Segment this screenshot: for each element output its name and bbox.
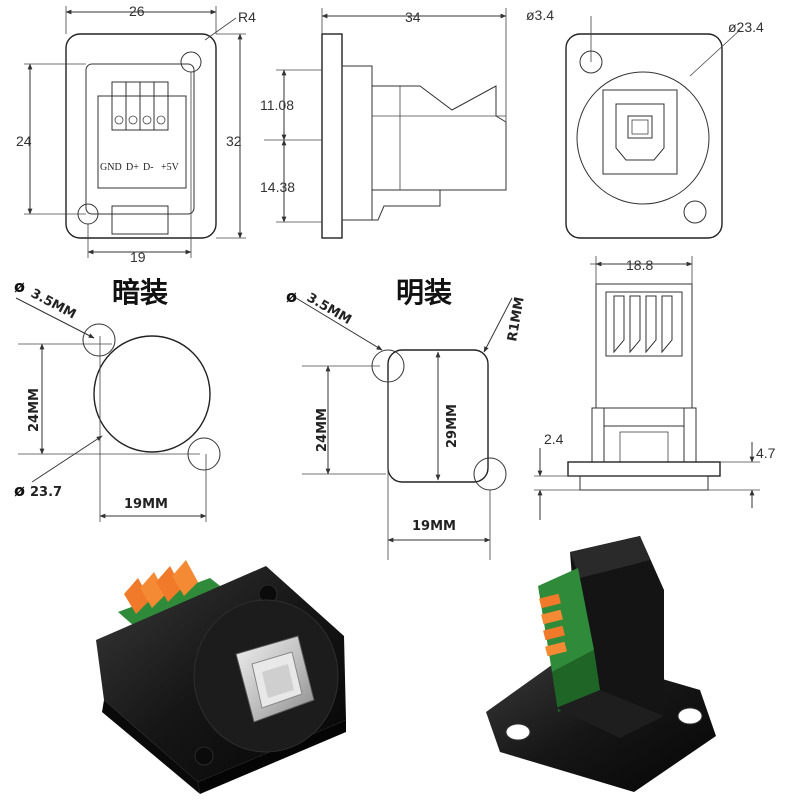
top-view-width-dim: 18.8 xyxy=(626,257,653,273)
rear-hole-diameter-dim: ø3.4 xyxy=(526,7,554,23)
top-view-left-thickness-dim: 2.4 xyxy=(544,431,564,447)
photo-rear-orange-levers xyxy=(539,593,567,657)
usb-b-port xyxy=(615,103,665,161)
rear-body-circle xyxy=(576,71,710,205)
product-photo-front xyxy=(96,560,346,794)
side-view-drawing: 34 11.08 14.38 xyxy=(260,8,507,239)
front-bottom-tab xyxy=(111,205,169,235)
front-height-dim-left: 24 xyxy=(16,133,32,149)
rear-view-drawing: ø3.4 ø23.4 xyxy=(526,7,764,239)
front-bottom-dim: 19 xyxy=(130,249,146,265)
front-view-drawing: GND D+ D- +5V 26 R4 24 32 19 xyxy=(16,3,256,265)
rear-mount-title: 暗装 xyxy=(112,276,168,309)
product-photo-rear xyxy=(486,536,716,792)
top-view-terminal-block xyxy=(605,291,683,357)
rear-bottom-mount-hole xyxy=(683,200,707,224)
pin-label-dplus: D+ xyxy=(126,162,139,173)
front-mount-hole-dim: 3.5MM xyxy=(304,290,354,327)
usb-b-outer xyxy=(602,89,678,175)
front-mount-bottom-hole xyxy=(473,457,507,491)
rear-mount-top-hole xyxy=(82,323,116,357)
front-height-dim-right: 32 xyxy=(226,133,242,149)
front-flange-outline xyxy=(65,33,217,239)
rear-mount-diameter-symbol: ø xyxy=(14,277,25,296)
front-mount-height-dim: 24MM xyxy=(315,408,330,452)
orange-levers xyxy=(124,560,198,614)
top-view-panel xyxy=(579,475,709,491)
front-mount-radius-dim: R1MM xyxy=(505,296,528,343)
front-mount-cutout-dim: 29MM xyxy=(445,404,460,448)
front-mount-diagram: 明装 ø 3.5MM R1MM 24MM 29MM 19MM xyxy=(286,276,528,560)
side-body xyxy=(371,85,507,191)
side-lower-dim: 14.38 xyxy=(260,179,295,195)
rear-mount-cutout xyxy=(93,335,211,453)
pin-label-gnd: GND xyxy=(100,162,122,173)
side-bottom-tab xyxy=(352,189,441,221)
panel-top-view-drawing: 18.8 2.4 4.7 xyxy=(534,256,776,520)
rear-mount-diagram: 暗装 ø 3.5MM 24MM ø 23.7 19MM xyxy=(14,276,221,522)
front-terminal-block xyxy=(97,95,187,189)
pin-label-5v: +5V xyxy=(161,162,180,173)
front-width-dim: 26 xyxy=(129,3,145,19)
terminal-levers xyxy=(111,81,169,131)
rear-flange-outline xyxy=(565,33,723,239)
front-radius-dim: R4 xyxy=(238,9,256,25)
rear-mount-cutout-dim: 23.7 xyxy=(30,485,62,500)
rear-body-diameter-dim: ø23.4 xyxy=(728,19,764,35)
rear-mount-height-dim: 24MM xyxy=(27,388,42,432)
side-collar xyxy=(341,65,373,221)
top-view-flange xyxy=(567,461,721,477)
top-view-levers xyxy=(613,295,673,354)
front-mount-title: 明装 xyxy=(396,276,452,309)
front-mount-diameter-symbol: ø xyxy=(286,287,297,306)
pin-label-dminus: D- xyxy=(143,162,154,173)
top-view-neck xyxy=(603,425,685,463)
front-top-mount-hole xyxy=(180,51,202,73)
side-flange xyxy=(321,33,343,239)
top-view-body xyxy=(595,283,693,409)
side-length-dim: 34 xyxy=(405,9,421,25)
rear-mount-diameter-symbol-2: ø xyxy=(14,481,25,500)
front-mount-spacing-dim: 19MM xyxy=(412,519,456,534)
top-view-right-thickness-dim: 4.7 xyxy=(756,445,776,461)
side-upper-dim: 11.08 xyxy=(260,97,294,113)
front-inner-body xyxy=(85,63,195,215)
rear-mount-spacing-dim: 19MM xyxy=(124,497,168,512)
